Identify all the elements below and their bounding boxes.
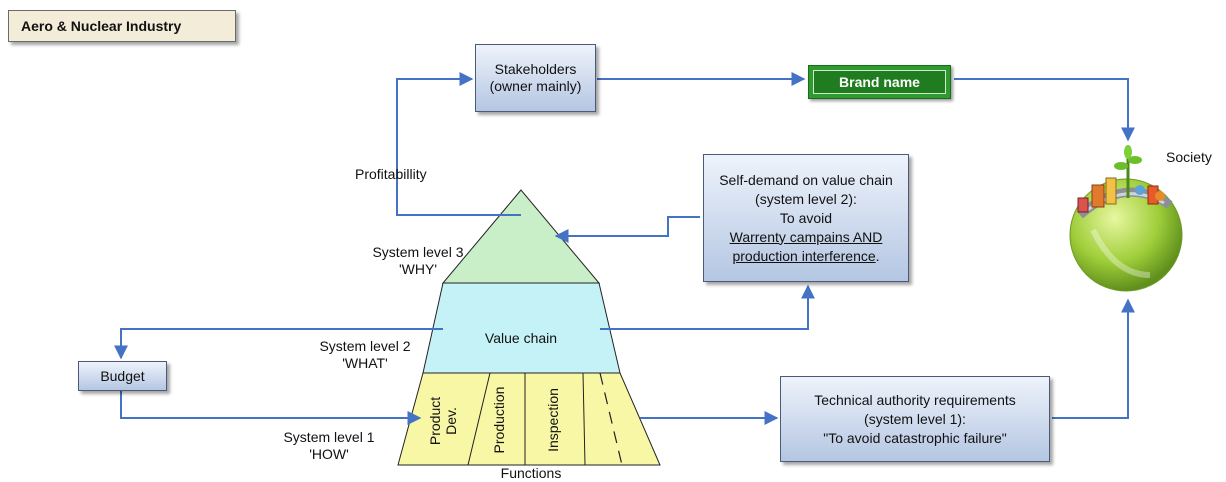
page-title-text: Aero & Nuclear Industry [21, 18, 182, 34]
functions-divider-dashed [599, 372, 623, 466]
technical-line3: "To avoid catastrophic failure" [823, 429, 1007, 446]
technical-line1: Technical authority requirements [814, 391, 1016, 408]
arrow-selfdemand-pyramid [554, 216, 700, 243]
value-chain-label: Value chain [484, 330, 558, 346]
stakeholders-line2: (owner mainly) [489, 78, 582, 94]
arrow-valuechain-budget [114, 328, 443, 360]
budget-box: Budget [78, 361, 167, 391]
self-demand-box: Self-demand on value chain (system level… [703, 154, 909, 282]
system-level-2-line2: 'WHAT' [342, 355, 388, 371]
self-demand-line4: Warrenty campains AND [729, 228, 883, 245]
self-demand-line2: (system level 2): [755, 190, 857, 207]
pyramid-middle [422, 282, 621, 374]
system-level-3-line2: 'WHY' [398, 261, 437, 277]
function-product-dev-line2: Dev. [443, 407, 459, 435]
brand-name-inner: Brand name [813, 70, 946, 94]
self-demand-line3: To avoid [779, 209, 833, 226]
function-product-dev: Product Dev. [425, 389, 461, 453]
budget-text: Budget [100, 368, 145, 384]
brand-name-text: Brand name [839, 74, 920, 90]
functions-divider [582, 372, 586, 466]
system-level-1-line1: System level 1 [283, 429, 375, 445]
function-inspection: Inspection [545, 388, 561, 452]
arrow-valuechain-selfdemand [600, 284, 815, 330]
system-level-2-label: System level 2 'WHAT' [315, 338, 415, 372]
self-demand-line5: production interference [732, 247, 876, 264]
stakeholders-box: Stakeholders (owner mainly) [475, 44, 596, 112]
system-level-1-line2: 'HOW' [309, 446, 349, 462]
functions-label: Functions [500, 465, 562, 481]
technical-line2: (system level 1): [864, 410, 966, 427]
profitability-label: Profitabillity [355, 166, 427, 182]
self-demand-line5-wrap: production interference. [732, 247, 879, 266]
technical-authority-box: Technical authority requirements (system… [780, 376, 1050, 462]
functions-divider [467, 372, 491, 466]
system-level-3-label: System level 3 'WHY' [368, 244, 468, 278]
arrow-brand-society [954, 78, 1135, 142]
arrow-technical-society [1052, 298, 1135, 419]
system-level-2-line1: System level 2 [319, 338, 411, 354]
stakeholders-line1: Stakeholders [494, 61, 577, 77]
society-globe-icon [1069, 145, 1183, 292]
self-demand-line1: Self-demand on value chain [719, 171, 893, 188]
brand-name-box: Brand name [808, 65, 951, 99]
page-title: Aero & Nuclear Industry [8, 10, 236, 42]
self-demand-line5-end: . [875, 247, 880, 264]
function-product-dev-line1: Product [427, 396, 443, 446]
system-level-1-label: System level 1 'HOW' [279, 429, 379, 463]
arrow-profitability [396, 72, 521, 216]
function-production: Production [491, 386, 507, 454]
system-level-3-line1: System level 3 [372, 244, 464, 260]
pyramid-base [397, 372, 661, 466]
society-label: Society [1166, 149, 1212, 165]
arrow-budget-functions [120, 391, 422, 425]
